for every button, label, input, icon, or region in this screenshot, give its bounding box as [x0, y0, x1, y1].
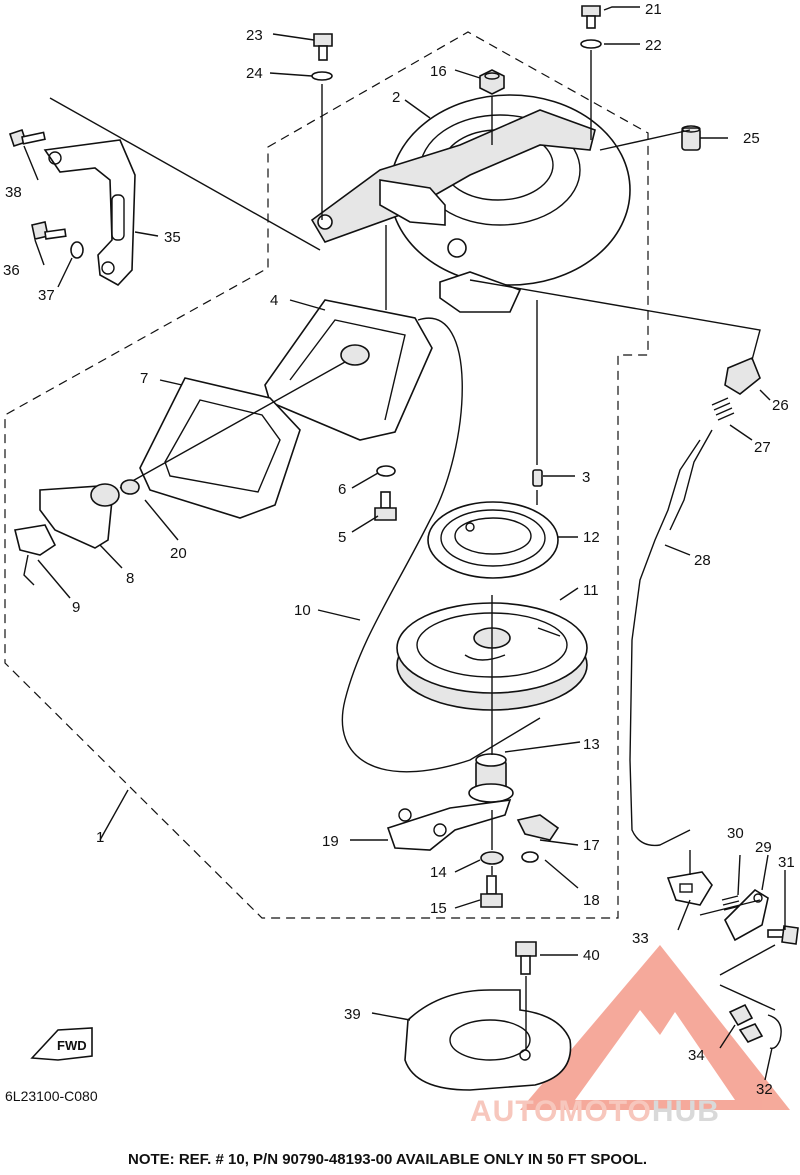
callout-20: 20 [170, 545, 187, 562]
watermark-text-part2: HUB [651, 1095, 720, 1128]
callout-13: 13 [583, 736, 600, 753]
part-10-starter-rope [341, 317, 541, 773]
callout-7: 7 [140, 370, 148, 387]
part-28-start-cable [629, 439, 701, 847]
callout-18: 18 [583, 892, 600, 909]
callout-40: 40 [583, 947, 600, 964]
part-9-clip [14, 524, 57, 586]
callout-8: 8 [126, 570, 134, 587]
callout-36: 36 [3, 262, 20, 279]
callout-19: 19 [322, 833, 339, 850]
part-4-handle-base [264, 299, 433, 441]
part-38-bolt [8, 128, 46, 148]
callout-17: 17 [583, 837, 600, 854]
part-14-washer [480, 851, 504, 865]
watermark-text-part1: AUTOMOTO [470, 1095, 652, 1128]
callout-30: 30 [727, 825, 744, 842]
callout-16: 16 [430, 63, 447, 80]
callout-38: 38 [5, 184, 22, 201]
callout-26: 26 [772, 397, 789, 414]
part-27-spring [711, 397, 735, 421]
part-7-handle-grip [139, 377, 301, 519]
fwd-arrow-icon: FWD [30, 1027, 93, 1061]
callout-23: 23 [246, 27, 263, 44]
callout-25: 25 [743, 130, 760, 147]
part-33-bracket [666, 871, 713, 906]
part-19-friction-plate [386, 799, 512, 851]
callout-6: 6 [338, 481, 346, 498]
callout-29: 29 [755, 839, 772, 856]
watermark-logo [520, 945, 790, 1110]
part-21-bolt [581, 5, 601, 29]
part-20-rope-stopper [120, 479, 140, 495]
callout-27: 27 [754, 439, 771, 456]
fwd-label: FWD [57, 1038, 87, 1053]
callout-3: 3 [582, 469, 590, 486]
callout-2: 2 [392, 89, 400, 106]
callout-1: 1 [96, 829, 104, 846]
callout-4: 4 [270, 292, 278, 309]
part-12-spiral-spring [427, 501, 559, 579]
part-22-washer [580, 39, 602, 49]
callout-21: 21 [645, 1, 662, 18]
callout-10: 10 [294, 602, 311, 619]
starter-rope [119, 361, 346, 489]
callout-31: 31 [778, 854, 795, 871]
part-5-bolt [374, 491, 397, 521]
part-35-bracket [43, 139, 136, 287]
part-31-bolt [767, 925, 799, 945]
part-29-lever [724, 888, 769, 942]
callout-33: 33 [632, 930, 649, 947]
part-36-bolt [31, 221, 67, 240]
part-13-ratchet [468, 753, 514, 803]
callout-24: 24 [246, 65, 263, 82]
assembly-boundary [4, 31, 649, 919]
part-39-base-plate [404, 989, 572, 1091]
part-3-pin [532, 469, 543, 487]
part-16-nut [479, 69, 505, 95]
callout-12: 12 [583, 529, 600, 546]
part-32-clip [767, 1014, 782, 1050]
part-34-pawls [728, 1003, 764, 1043]
part-24-washer [311, 71, 333, 81]
callout-39: 39 [344, 1006, 361, 1023]
part-23-bolt [313, 33, 333, 61]
part-2-starter-housing [310, 94, 631, 313]
callout-numbers: 1 2 3 4 5 6 7 8 9 10 11 12 13 14 15 16 1… [3, 1, 795, 1098]
callout-5: 5 [338, 529, 346, 546]
part-18-clip [521, 851, 539, 863]
callout-14: 14 [430, 864, 447, 881]
part-25-bushing [681, 125, 701, 151]
part-6-washer [376, 465, 396, 477]
part-8-rope-handle [39, 483, 120, 549]
part-15-bolt [480, 875, 503, 908]
part-40-bolt [515, 941, 537, 975]
callout-22: 22 [645, 37, 662, 54]
callout-37: 37 [38, 287, 55, 304]
part-26-cable-end [724, 356, 761, 395]
callout-35: 35 [164, 229, 181, 246]
callout-34: 34 [688, 1047, 705, 1064]
callout-32: 32 [756, 1081, 773, 1098]
footnote: NOTE: REF. # 10, P/N 90790-48193-00 AVAI… [128, 1151, 648, 1168]
watermark-text: AUTOMOTOHUB [470, 1095, 720, 1129]
callout-15: 15 [430, 900, 447, 917]
part-37-washer [70, 241, 84, 259]
part-17-pawl [516, 814, 560, 841]
callout-11: 11 [583, 582, 599, 599]
diagram-code: 6L23100-C080 [5, 1088, 98, 1104]
callout-9: 9 [72, 599, 80, 616]
callout-28: 28 [694, 552, 711, 569]
leader-lines [23, 6, 786, 1081]
